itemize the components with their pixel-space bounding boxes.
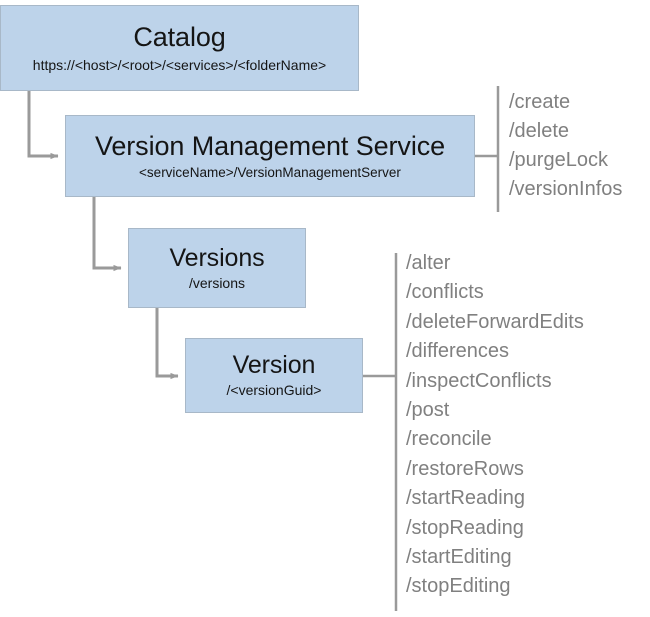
operation-item[interactable]: /purgeLock xyxy=(509,149,608,171)
node-version-path: /<versionGuid> xyxy=(226,382,322,399)
operation-item[interactable]: /versionInfos xyxy=(509,178,623,200)
operation-item[interactable]: /differences xyxy=(406,340,510,363)
operation-item[interactable]: /deleteForwardEdits xyxy=(406,310,584,333)
operation-item[interactable]: /restoreRows xyxy=(406,457,524,480)
operation-item[interactable]: /stopReading xyxy=(406,516,524,539)
connector-versions-to-version xyxy=(155,308,179,380)
operation-item[interactable]: /stopEditing xyxy=(406,575,511,598)
operation-item[interactable]: /reconcile xyxy=(406,428,492,451)
operation-item[interactable]: /post xyxy=(406,399,450,422)
operation-item[interactable]: /inspectConflicts xyxy=(406,369,552,392)
connector-catalog-to-vms xyxy=(27,91,59,160)
operation-item[interactable]: /alter xyxy=(406,252,451,274)
connector-vms-to-versions xyxy=(92,197,122,272)
node-versions[interactable]: Versions /versions xyxy=(128,228,306,308)
operation-item[interactable]: /startReading xyxy=(406,487,525,510)
node-versions-path: /versions xyxy=(188,274,246,291)
node-version-title: Version xyxy=(232,351,316,380)
operation-item[interactable]: /conflicts xyxy=(406,281,484,304)
operation-list-version-management-service: /create/delete/purgeLock/versionInfos xyxy=(509,88,622,204)
operation-item[interactable]: /delete xyxy=(509,120,570,142)
node-version[interactable]: Version /<versionGuid> xyxy=(185,338,363,413)
operation-item[interactable]: /startEditing xyxy=(406,546,512,569)
node-version-management-service[interactable]: Version Management Service <serviceName>… xyxy=(65,115,475,197)
operation-list-version: /alter/conflicts/deleteForwardEdits/diff… xyxy=(406,249,584,602)
node-catalog-path: https://<host>/<root>/<services>/<folder… xyxy=(32,57,327,74)
node-version-management-service-title: Version Management Service xyxy=(94,130,446,161)
node-version-management-service-path: <serviceName>/VersionManagementServer xyxy=(139,164,401,180)
node-catalog-title: Catalog xyxy=(133,21,226,52)
node-versions-title: Versions xyxy=(169,243,265,272)
operation-item[interactable]: /create xyxy=(509,91,571,113)
node-catalog[interactable]: Catalog https://<host>/<root>/<services>… xyxy=(0,5,359,91)
